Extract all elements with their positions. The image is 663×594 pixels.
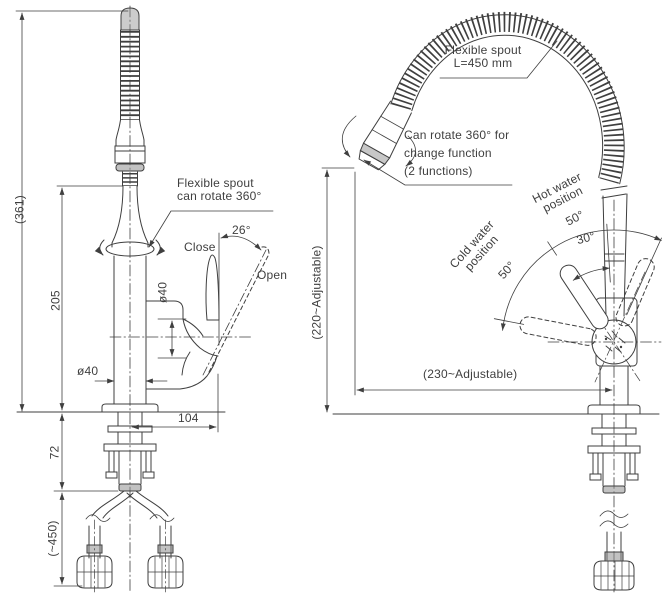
dim-reach: 104 (178, 411, 199, 425)
dim-body-diameter: ø40 (77, 364, 99, 378)
dim-handle-diameter: ø40 (155, 281, 170, 304)
dim-reach-adjustable: (230~Adjustable) (423, 367, 518, 381)
dim-spout-height: 205 (48, 290, 63, 311)
label-close: Close (184, 240, 216, 254)
label-open: Open (257, 268, 288, 282)
note-flexible-spout-length: Flexible spout L=450 mm (444, 43, 522, 70)
note-flexible-spout-rotate: Flexible spout can rotate 360° (177, 176, 262, 203)
dim-total-height: (361) (12, 195, 27, 225)
dim-hose-length: (~450) (45, 520, 60, 557)
dim-under-deck: 72 (47, 445, 62, 460)
dim-height-adjustable: (220~Adjustable) (309, 245, 324, 340)
note-rotate-360: Can rotate 360° for change function (2 f… (404, 128, 510, 178)
dim-handle-angle: 26° (232, 223, 251, 237)
